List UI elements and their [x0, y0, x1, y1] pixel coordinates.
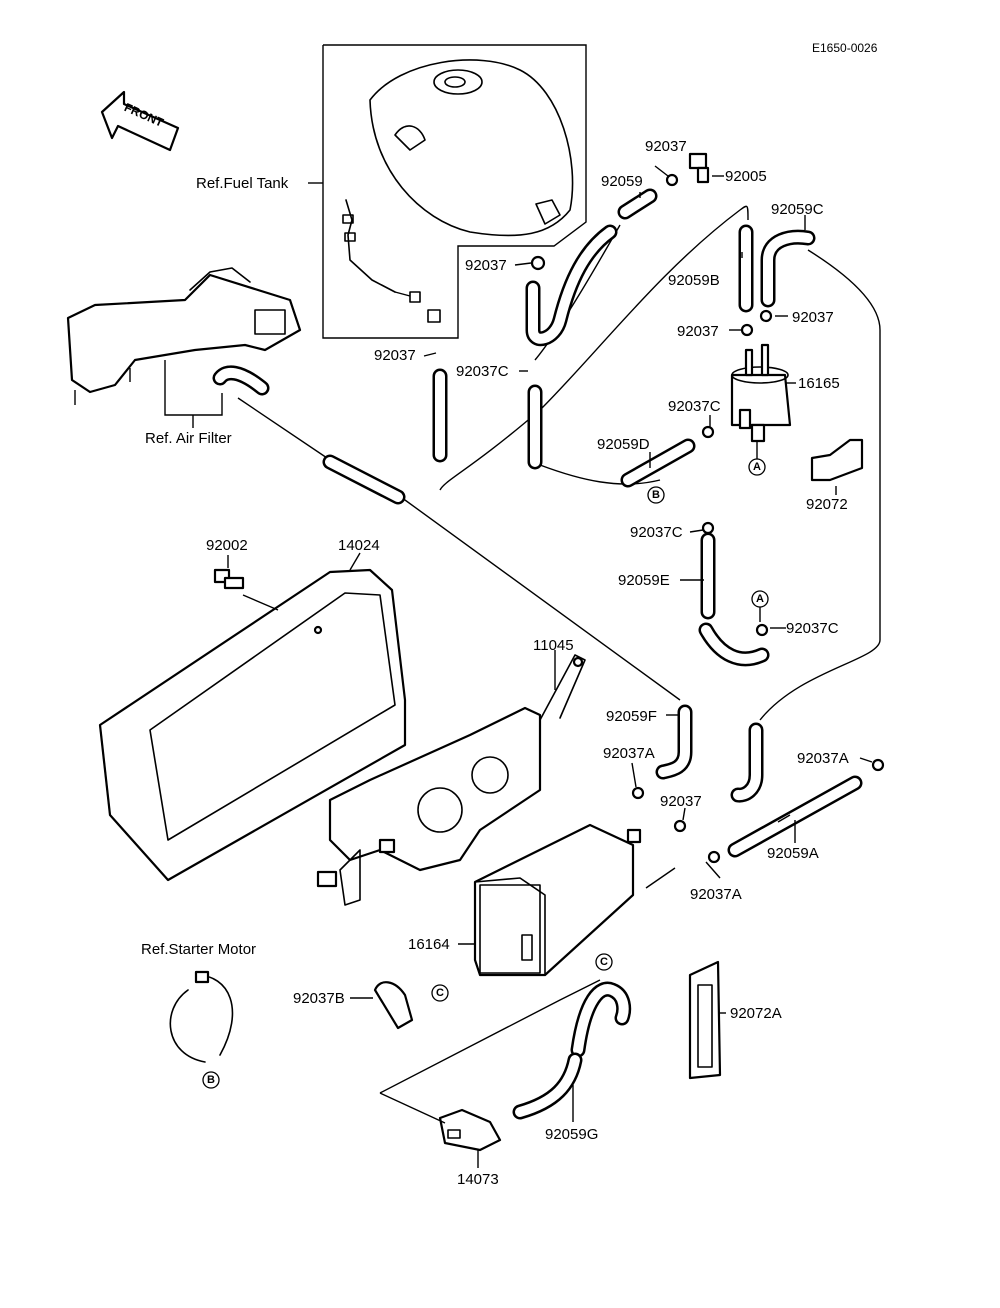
svg-text:C: C — [436, 987, 444, 999]
ref-marker-a-lower: A — [751, 590, 769, 608]
label-92059F: 92059F — [606, 708, 657, 725]
ref-marker-c-hose: C — [595, 953, 613, 971]
label-92037C-right: 92037C — [786, 620, 839, 637]
fitting-14073 — [438, 1108, 502, 1152]
label-92037-pump-left: 92037 — [677, 323, 719, 340]
label-92059E: 92059E — [618, 572, 670, 589]
fuel-tank-box — [322, 44, 587, 339]
diagram-code: E1650-0026 — [812, 41, 878, 55]
label-92037-tank: 92037 — [465, 257, 507, 274]
label-92002: 92002 — [206, 537, 248, 554]
clamp-bracket-92072 — [810, 438, 864, 482]
label-92059A: 92059A — [767, 845, 819, 862]
label-92037-top: 92037 — [645, 138, 687, 155]
ref-marker-c-clip: C — [431, 984, 449, 1002]
svg-text:A: A — [756, 593, 764, 605]
label-11045: 11045 — [533, 637, 574, 654]
leader-lines — [227, 165, 873, 1122]
ref-marker-b-starter: B — [202, 1071, 220, 1089]
label-92037-bottom-tank: 92037 — [374, 347, 416, 364]
air-filter-housing — [66, 267, 302, 405]
label-16165: 16165 — [798, 375, 840, 392]
ref-air-filter-label: Ref. Air Filter — [145, 430, 232, 447]
fitting-92005 — [688, 152, 710, 184]
front-arrow-icon: FRONT — [100, 90, 180, 152]
label-92037A-left: 92037A — [603, 745, 655, 762]
label-92072A: 92072A — [730, 1005, 782, 1022]
part-labels: 92037 92005 92059 92059C 92037 92059B 92… — [141, 138, 849, 1188]
svg-text:A: A — [753, 461, 761, 473]
fuel-pump — [730, 343, 792, 443]
strap-92072A — [688, 960, 722, 1080]
airbox-cover — [98, 568, 407, 882]
starter-motor-strap — [169, 970, 234, 1063]
label-92037B: 92037B — [293, 990, 345, 1007]
charcoal-canister — [473, 823, 642, 977]
label-92037-pump-right: 92037 — [792, 309, 834, 326]
label-92072: 92072 — [806, 496, 848, 513]
label-92037C-lower: 92037C — [630, 524, 683, 541]
label-14024: 14024 — [338, 537, 380, 554]
svg-text:B: B — [652, 489, 660, 501]
svg-text:C: C — [600, 956, 608, 968]
label-92037C-pump: 92037C — [668, 398, 721, 415]
label-92059C: 92059C — [771, 201, 824, 218]
ref-starter-motor-label: Ref.Starter Motor — [141, 941, 256, 958]
label-92059B: 92059B — [668, 272, 720, 289]
label-14073: 14073 — [457, 1171, 499, 1188]
svg-text:B: B — [207, 1074, 215, 1086]
label-92059: 92059 — [601, 173, 643, 190]
label-92005: 92005 — [725, 168, 767, 185]
bolt-92002 — [213, 568, 245, 590]
label-16164: 16164 — [408, 936, 450, 953]
ref-fuel-tank-label: Ref.Fuel Tank — [196, 175, 289, 192]
label-92059D: 92059D — [597, 436, 650, 453]
label-92037-canister: 92037 — [660, 793, 702, 810]
clip-92037B — [373, 981, 414, 1030]
ref-marker-b-upper: B — [647, 486, 665, 504]
label-92037A-right: 92037A — [797, 750, 849, 767]
ref-marker-a-upper: A — [748, 458, 766, 476]
label-92037C-mid: 92037C — [456, 363, 509, 380]
mounting-bracket — [316, 654, 586, 906]
label-92037A-low: 92037A — [690, 886, 742, 903]
label-92059G: 92059G — [545, 1126, 598, 1143]
